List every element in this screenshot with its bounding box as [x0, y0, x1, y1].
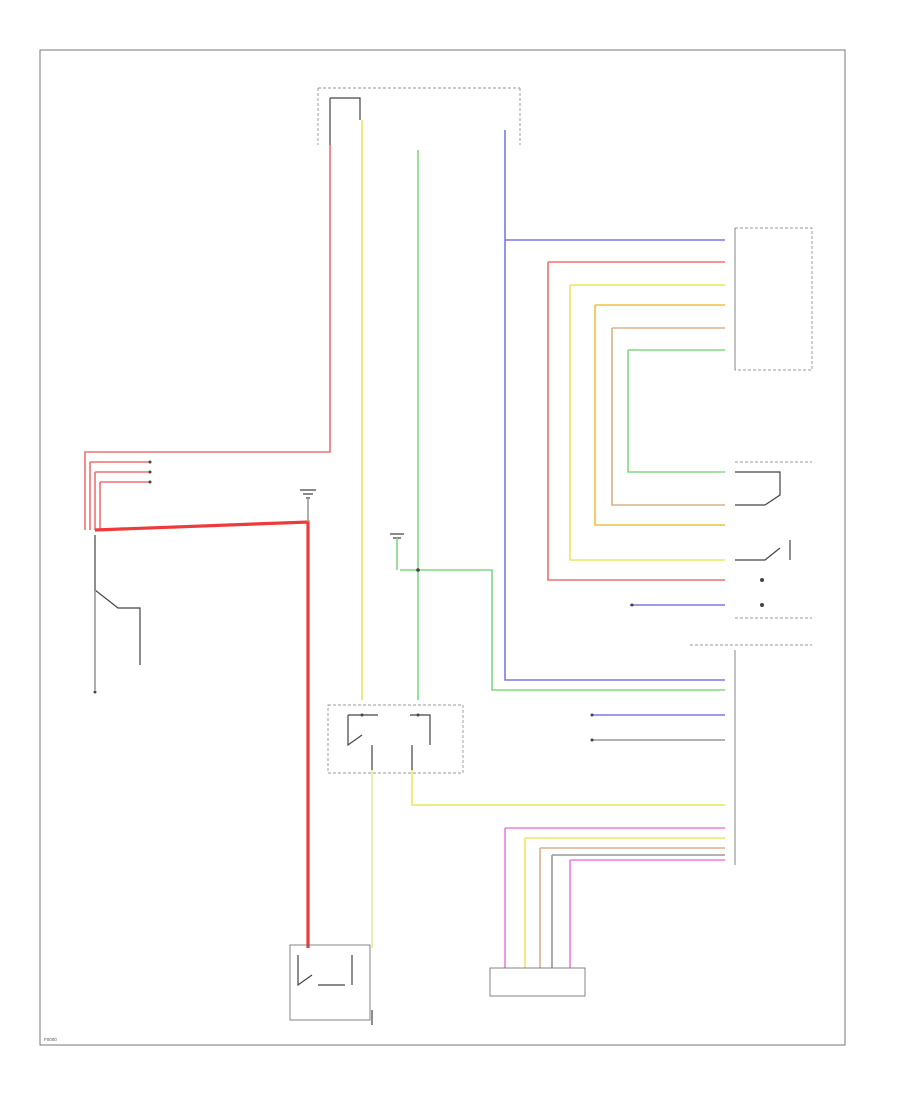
junction-dot — [416, 568, 420, 572]
wire-orange-right — [594, 304, 725, 526]
wire-red-branch-3 — [99, 481, 150, 530]
connector-dot — [630, 603, 634, 607]
wire-red-thick — [94, 520, 310, 948]
connector-dot — [148, 460, 152, 464]
starter-switch-symbol — [297, 955, 353, 987]
switch-symbol-lower — [735, 540, 791, 561]
wire-gray-2 — [551, 854, 725, 968]
transmission-connector — [489, 967, 586, 997]
wire-red-right — [547, 261, 725, 581]
connector-dot — [590, 713, 594, 717]
wire-green-branch — [400, 569, 725, 691]
fuse-box-outline — [317, 87, 521, 145]
connector-dot — [93, 690, 97, 694]
corner-tag: F0000 — [44, 1037, 57, 1042]
starter-motor-box — [289, 944, 371, 1021]
wire-tan-2 — [539, 847, 725, 968]
connector-dot — [148, 480, 152, 484]
wire-green-right — [627, 349, 725, 473]
wire-yellow-horizontal — [411, 770, 725, 806]
wire-red-branch-1 — [89, 461, 150, 530]
fuse-symbol — [329, 97, 361, 145]
wire-pink-1 — [504, 827, 725, 968]
connector-dot — [590, 738, 594, 742]
wire-red-main — [84, 145, 331, 530]
wire-pink-2 — [569, 859, 725, 968]
wire-yellow-right — [569, 284, 725, 561]
connector-dot — [148, 470, 152, 474]
connector-dot — [760, 603, 764, 607]
connector-dot — [360, 713, 364, 717]
relay-box-outline — [327, 704, 464, 774]
connector-dot — [760, 578, 764, 582]
connector-dot — [416, 713, 420, 717]
ground-symbol — [300, 489, 316, 499]
wire-red-branch-2 — [94, 471, 150, 530]
ground-symbol — [390, 533, 404, 539]
relay-symbol — [347, 714, 431, 770]
diagram-frame — [39, 49, 846, 1046]
wire-tan-right — [611, 327, 725, 506]
switch-symbol-middle — [735, 471, 781, 506]
switch-symbol — [94, 535, 141, 665]
component-outline-upper — [735, 227, 813, 371]
wire-yellow-2 — [524, 837, 725, 968]
wire-blue-main — [504, 130, 725, 681]
